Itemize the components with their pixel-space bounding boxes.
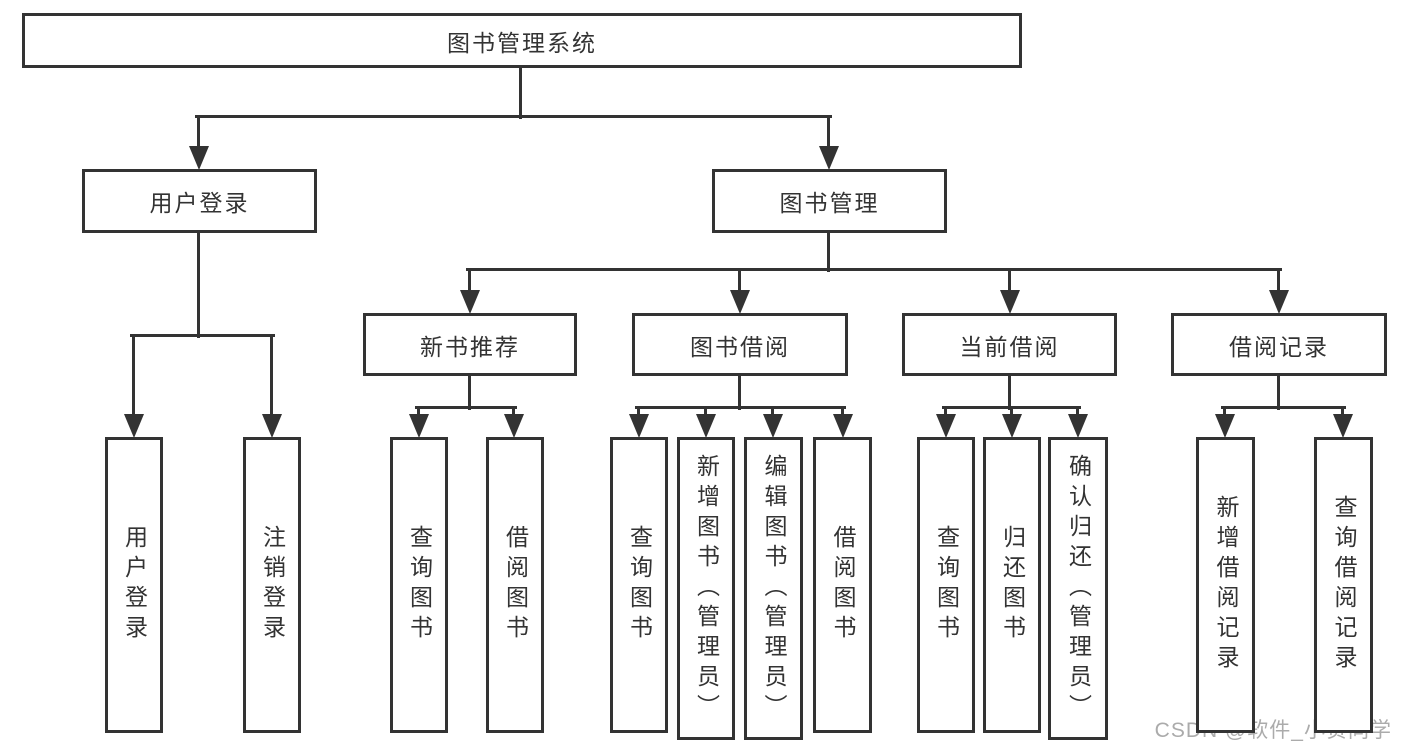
node-label: 新增借阅记录 [1213,495,1239,675]
arrow-shaft [738,270,741,300]
node-label: 查询图书 [626,525,653,645]
node-borrow-books-borrowing: 借阅图书 [813,437,872,733]
node-book-management: 图书管理 [712,169,947,233]
arrow-down-icon [1215,414,1235,438]
arrow-shaft [1277,270,1280,300]
arrow-down-icon [124,414,144,438]
node-user-login: 用户登录 [82,169,317,233]
node-new-book-recommend: 新书推荐 [363,313,577,376]
connector-line [1221,406,1346,409]
node-borrowing-records: 借阅记录 [1171,313,1387,376]
node-query-books-current: 查询图书 [917,437,975,733]
arrow-shaft [197,117,200,156]
node-label: 图书借阅 [690,333,790,360]
connector-line [738,374,741,410]
arrow-down-icon [504,414,524,438]
arrow-down-icon [1068,414,1088,438]
connector-line [827,231,830,272]
node-label: 新书推荐 [420,333,520,360]
connector-line [468,374,471,410]
node-query-books-borrowing: 查询图书 [610,437,668,733]
arrow-down-icon [833,414,853,438]
node-edit-book-admin: 编辑图书（管理员） [744,437,803,740]
node-label: 图书管理系统 [447,29,597,56]
arrow-down-icon [1269,290,1289,314]
arrow-shaft [827,117,830,156]
arrow-down-icon [696,414,716,438]
connector-line [130,334,275,337]
arrow-down-icon [460,290,480,314]
connector-line [195,115,832,118]
arrow-shaft [1008,270,1011,300]
arrow-shaft [132,336,135,424]
node-label: 借阅记录 [1229,333,1329,360]
node-label: 用户登录 [121,525,148,645]
node-logout-action: 注销登录 [243,437,301,733]
node-add-borrow-record: 新增借阅记录 [1196,437,1255,733]
arrow-down-icon [629,414,649,438]
node-current-borrowing: 当前借阅 [902,313,1117,376]
node-label: 新增图书（管理员） [693,453,720,724]
node-label: 确认归还（管理员） [1065,453,1092,724]
arrow-down-icon [262,414,282,438]
connector-line [197,231,200,338]
connector-line [519,68,522,119]
node-label: 图书管理 [779,190,880,216]
node-label: 查询借阅记录 [1331,495,1357,675]
arrow-down-icon [936,414,956,438]
connector-line [1008,374,1011,410]
node-label: 用户登录 [149,190,250,216]
connector-line [942,406,1081,409]
connector-line [415,406,517,409]
node-query-borrow-record: 查询借阅记录 [1314,437,1373,733]
node-return-books: 归还图书 [983,437,1041,733]
arrow-down-icon [730,290,750,314]
node-label: 编辑图书（管理员） [761,453,787,724]
connector-line [1277,374,1280,410]
node-label: 借阅图书 [830,525,856,645]
node-label: 归还图书 [999,525,1026,645]
node-label: 借阅图书 [502,525,529,645]
arrow-down-icon [819,146,839,170]
arrow-down-icon [763,414,783,438]
node-user-login-action: 用户登录 [105,437,163,733]
node-label: 查询图书 [933,525,960,645]
node-confirm-return-admin: 确认归还（管理员） [1048,437,1108,740]
node-query-books-recommend: 查询图书 [390,437,448,733]
node-borrow-books-recommend: 借阅图书 [486,437,544,733]
arrow-down-icon [409,414,429,438]
node-label: 注销登录 [259,525,286,645]
node-add-book-admin: 新增图书（管理员） [677,437,735,740]
connector-line [466,268,1282,271]
arrow-down-icon [1000,290,1020,314]
node-label: 当前借阅 [959,333,1060,360]
node-library-system: 图书管理系统 [22,13,1022,68]
arrow-down-icon [189,146,209,170]
arrow-down-icon [1002,414,1022,438]
connector-line [635,406,846,409]
node-label: 查询图书 [406,525,433,645]
arrow-down-icon [1333,414,1353,438]
arrow-shaft [270,336,273,424]
arrow-shaft [468,270,471,300]
node-book-borrowing: 图书借阅 [632,313,848,376]
